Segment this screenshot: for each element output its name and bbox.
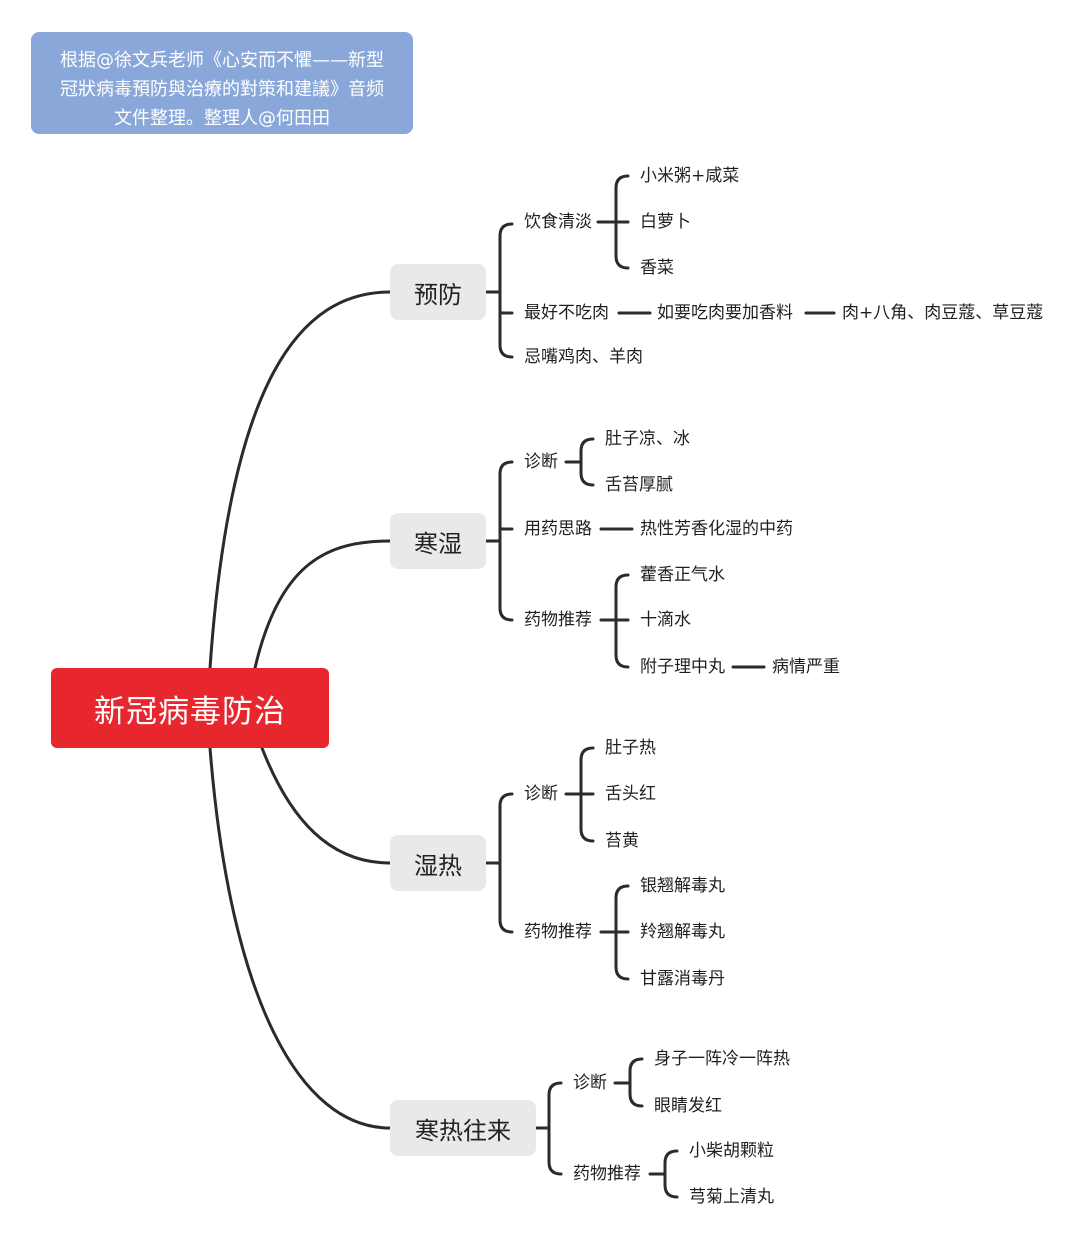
coldwet-medicine-item: 十滴水 [640,610,691,630]
coldwet-medicine-label: 药物推荐 [524,610,592,630]
hotwet-medicine-item: 银翘解毒丸 [640,876,725,896]
note-line-1: 根据@徐文兵老师《心安而不懼——新型 [60,50,384,71]
hotwet-diagnosis-label: 诊断 [524,784,558,804]
prevent-diet-item: 香菜 [640,258,674,278]
alternate-medicine-item: 芎菊上清丸 [689,1187,774,1207]
prevent-meat-sub: 如要吃肉要加香料 [657,303,793,323]
root-node: 新冠病毒防治 [51,668,329,748]
prevent-avoid-label: 忌嘴鸡肉、羊肉 [524,347,643,367]
coldwet-medicine-item: 附子理中丸 [640,657,725,677]
hotwet-diagnosis-item: 肚子热 [605,738,656,758]
note-line-3: 文件整理。整理人@何田田 [114,108,330,129]
hotwet-medicine-item: 甘露消毒丹 [640,969,725,989]
alternate-medicine-item: 小柴胡颗粒 [689,1141,774,1161]
coldwet-medicine-note: 病情严重 [772,657,840,677]
coldwet-diagnosis-item: 舌苔厚腻 [605,475,673,495]
prevent-diet-item: 白萝卜 [640,212,691,232]
hotwet-diagnosis-item: 苔黄 [605,831,639,851]
branch-hotwet: 湿热 [390,835,486,891]
coldwet-diagnosis-label: 诊断 [524,452,558,472]
hotwet-medicine-item: 羚翘解毒丸 [640,922,725,942]
prevent-diet-label: 饮食清淡 [524,212,592,232]
coldwet-diagnosis-item: 肚子凉、冰 [605,429,690,449]
branch-prevent: 预防 [390,264,486,320]
alternate-diagnosis-item: 眼睛发红 [654,1096,722,1116]
coldwet-approach-value: 热性芳香化湿的中药 [640,519,793,539]
branch-coldwet: 寒湿 [390,513,486,569]
hotwet-medicine-label: 药物推荐 [524,922,592,942]
alternate-diagnosis-item: 身子一阵冷一阵热 [654,1049,790,1069]
coldwet-approach-label: 用药思路 [524,519,592,539]
alternate-medicine-label: 药物推荐 [573,1164,641,1184]
prevent-meat-label: 最好不吃肉 [524,303,609,323]
coldwet-medicine-item: 藿香正气水 [640,565,725,585]
branch-alternate: 寒热往来 [390,1100,536,1156]
note-line-2: 冠狀病毒預防與治療的對策和建議》音频 [60,79,384,100]
prevent-meat-spices: 肉+八角、肉豆蔻、草豆蔻 [842,303,1044,323]
alternate-diagnosis-label: 诊断 [573,1073,607,1093]
prevent-diet-item: 小米粥+咸菜 [640,166,740,186]
hotwet-diagnosis-item: 舌头红 [605,784,656,804]
source-note: 根据@徐文兵老师《心安而不懼——新型 冠狀病毒預防與治療的對策和建議》音频 文件… [31,32,413,134]
